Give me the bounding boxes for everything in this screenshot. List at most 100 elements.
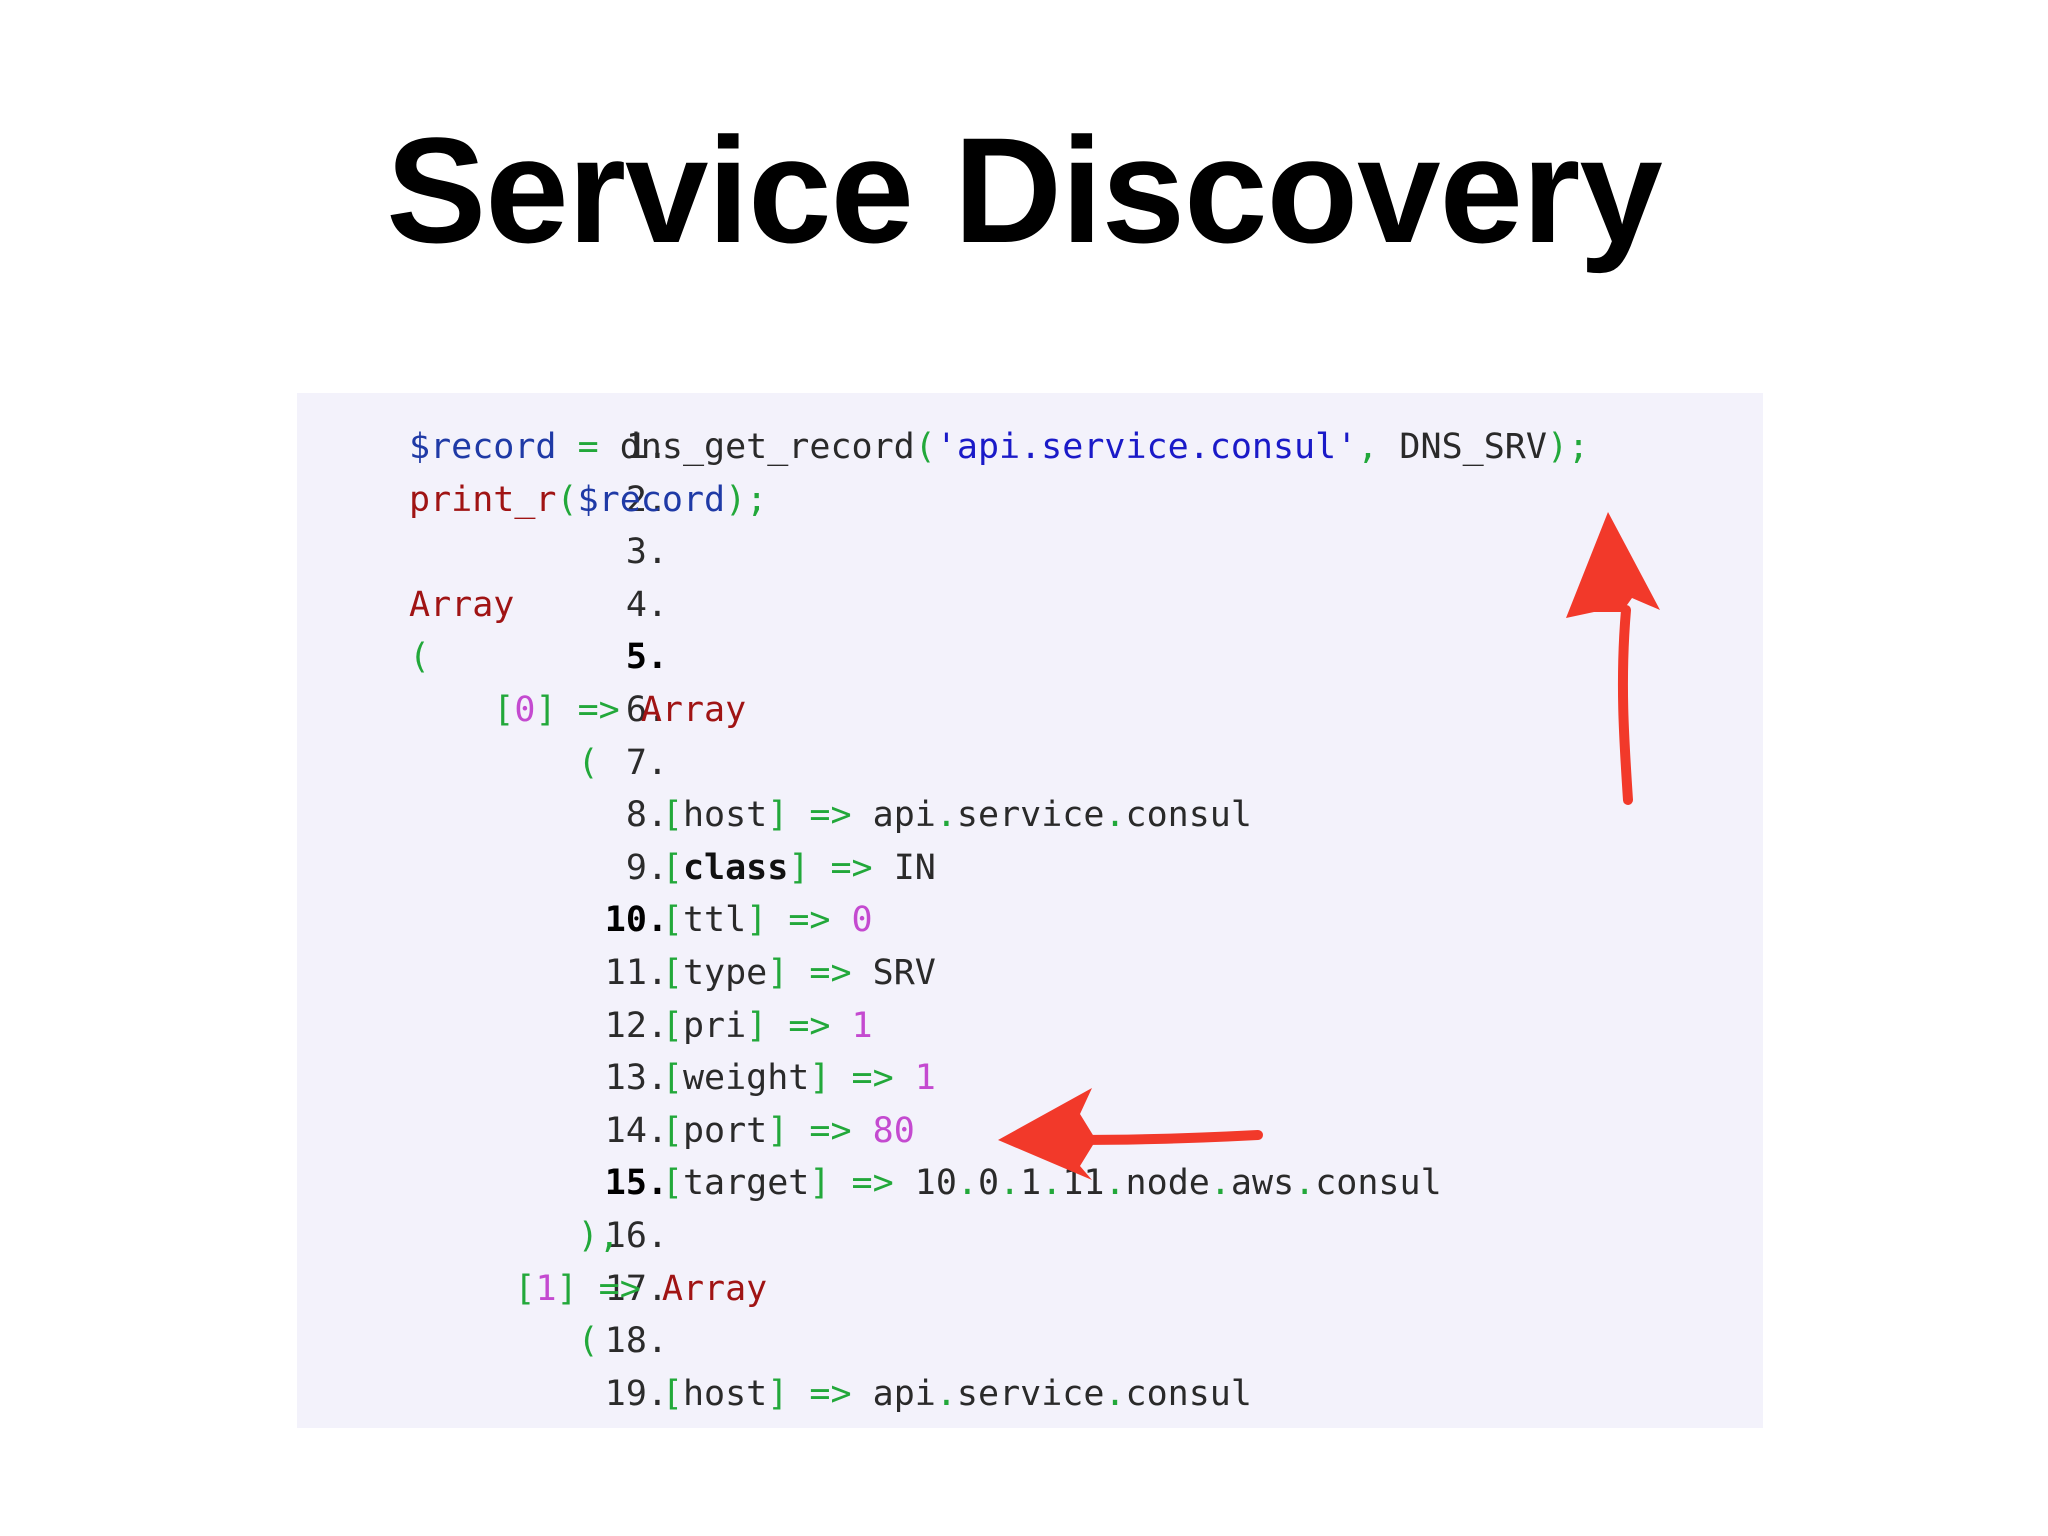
code-token: . bbox=[1104, 795, 1126, 836]
code-token: print_r bbox=[409, 479, 557, 520]
line-number: 15. bbox=[604, 1163, 668, 1204]
line-number: 16. bbox=[604, 1216, 668, 1256]
code-token: ); bbox=[1546, 427, 1590, 467]
line-number: 11. bbox=[604, 953, 668, 993]
code-token: pri bbox=[682, 1005, 747, 1046]
code-token: 0 bbox=[514, 690, 536, 730]
code-token: type bbox=[682, 953, 768, 993]
code-token: ] bbox=[788, 847, 810, 888]
code-token bbox=[409, 1321, 578, 1361]
code-text: ( bbox=[409, 737, 599, 789]
code-text: [host] => api.service.consul bbox=[409, 789, 1252, 841]
code-text: [ttl] => 0 bbox=[409, 894, 873, 946]
code-token: => bbox=[788, 1373, 873, 1414]
code-token: . bbox=[999, 1163, 1021, 1204]
code-token: ] bbox=[767, 1110, 789, 1151]
code-token: consul bbox=[1315, 1163, 1442, 1204]
code-text: $record = dns_get_record('api.service.co… bbox=[409, 421, 1589, 473]
code-text: [type] => SRV bbox=[409, 947, 936, 999]
code-token: [ bbox=[661, 1005, 683, 1046]
code-token: consul bbox=[1125, 795, 1252, 836]
code-token: 0 bbox=[978, 1163, 1000, 1204]
code-text: [weight] => 1 bbox=[409, 1052, 936, 1104]
code-line: 9. [class] => IN bbox=[297, 842, 1763, 894]
line-number: 6. bbox=[625, 690, 668, 730]
slide-title: Service Discovery bbox=[386, 106, 1663, 274]
code-token: api bbox=[872, 795, 936, 836]
code-token: [ bbox=[661, 1058, 683, 1099]
code-token: host bbox=[682, 795, 768, 836]
line-number: 19. bbox=[604, 1373, 668, 1414]
line-number: 10. bbox=[604, 900, 668, 941]
code-text: Array bbox=[409, 579, 514, 631]
code-token: target bbox=[682, 1163, 810, 1204]
code-token: DNS_SRV bbox=[1399, 427, 1547, 467]
code-line: 19. [host] => api.service.consul bbox=[297, 1368, 1763, 1420]
code-token: class bbox=[682, 847, 789, 888]
code-line: 14. [port] => 80 bbox=[297, 1105, 1763, 1157]
code-line: 16. ), bbox=[297, 1210, 1763, 1262]
code-token bbox=[409, 848, 662, 888]
line-number: 8. bbox=[625, 795, 668, 836]
code-token: aws bbox=[1230, 1163, 1295, 1204]
code-line: 7. ( bbox=[297, 737, 1763, 789]
code-token: weight bbox=[682, 1058, 810, 1099]
code-token bbox=[409, 1163, 662, 1203]
code-token: . bbox=[1294, 1163, 1316, 1204]
code-token: , bbox=[1357, 427, 1400, 467]
code-panel: 1.$record = dns_get_record('api.service.… bbox=[297, 393, 1763, 1428]
code-token: => bbox=[577, 1268, 662, 1309]
code-token: 0 bbox=[851, 900, 873, 941]
code-token bbox=[409, 1006, 662, 1046]
code-text: ( bbox=[409, 631, 430, 683]
code-token: ] bbox=[746, 900, 768, 941]
code-text: [0] => Array bbox=[409, 684, 746, 736]
code-token: => bbox=[830, 1163, 915, 1204]
code-token: ( bbox=[914, 427, 936, 467]
code-token: . bbox=[935, 1373, 957, 1414]
code-line: 18. ( bbox=[297, 1315, 1763, 1367]
code-token: Array bbox=[640, 690, 747, 730]
code-token: . bbox=[1209, 1163, 1231, 1204]
code-token: api bbox=[872, 1373, 936, 1414]
code-token: ] bbox=[535, 690, 557, 730]
code-token: [ bbox=[661, 1110, 683, 1151]
code-token: Array bbox=[409, 584, 515, 625]
code-token: . bbox=[1104, 1163, 1126, 1204]
code-text: [target] => 10.0.1.11.node.aws.consul bbox=[409, 1157, 1442, 1209]
code-token: => bbox=[767, 900, 852, 941]
line-number: 2. bbox=[625, 479, 668, 520]
code-token bbox=[409, 795, 662, 835]
code-token: => bbox=[830, 1058, 915, 1099]
code-token: ( bbox=[577, 742, 599, 783]
code-token: dns_get_record bbox=[619, 427, 915, 467]
code-token: node bbox=[1125, 1163, 1210, 1204]
code-token: => bbox=[809, 847, 894, 888]
code-token: ( bbox=[556, 479, 578, 520]
code-token: ttl bbox=[682, 900, 747, 941]
line-number: 4. bbox=[625, 584, 668, 625]
code-token: ( bbox=[577, 1321, 599, 1362]
code-token: 11 bbox=[1062, 1163, 1105, 1204]
code-line: 2.print_r($record); bbox=[297, 474, 1763, 526]
code-token bbox=[409, 1111, 662, 1151]
code-token bbox=[409, 1269, 514, 1309]
code-token: host bbox=[682, 1373, 768, 1414]
code-line: 8. [host] => api.service.consul bbox=[297, 789, 1763, 841]
code-token: [ bbox=[661, 795, 683, 836]
code-token: ] bbox=[809, 1163, 831, 1204]
code-line: 10. [ttl] => 0 bbox=[297, 894, 1763, 946]
code-token: service bbox=[956, 1373, 1105, 1414]
line-number: 13. bbox=[604, 1058, 668, 1099]
code-token: . bbox=[1104, 1373, 1126, 1414]
code-line: 12. [pri] => 1 bbox=[297, 1000, 1763, 1052]
code-text: ), bbox=[409, 1210, 620, 1262]
code-token: ( bbox=[409, 637, 431, 678]
code-text: [class] => IN bbox=[409, 842, 936, 894]
line-number: 3. bbox=[625, 532, 668, 573]
code-token: => bbox=[556, 690, 641, 730]
code-text: [1] => Array bbox=[409, 1263, 767, 1315]
code-token: => bbox=[788, 953, 873, 993]
code-token: SRV bbox=[872, 953, 936, 993]
